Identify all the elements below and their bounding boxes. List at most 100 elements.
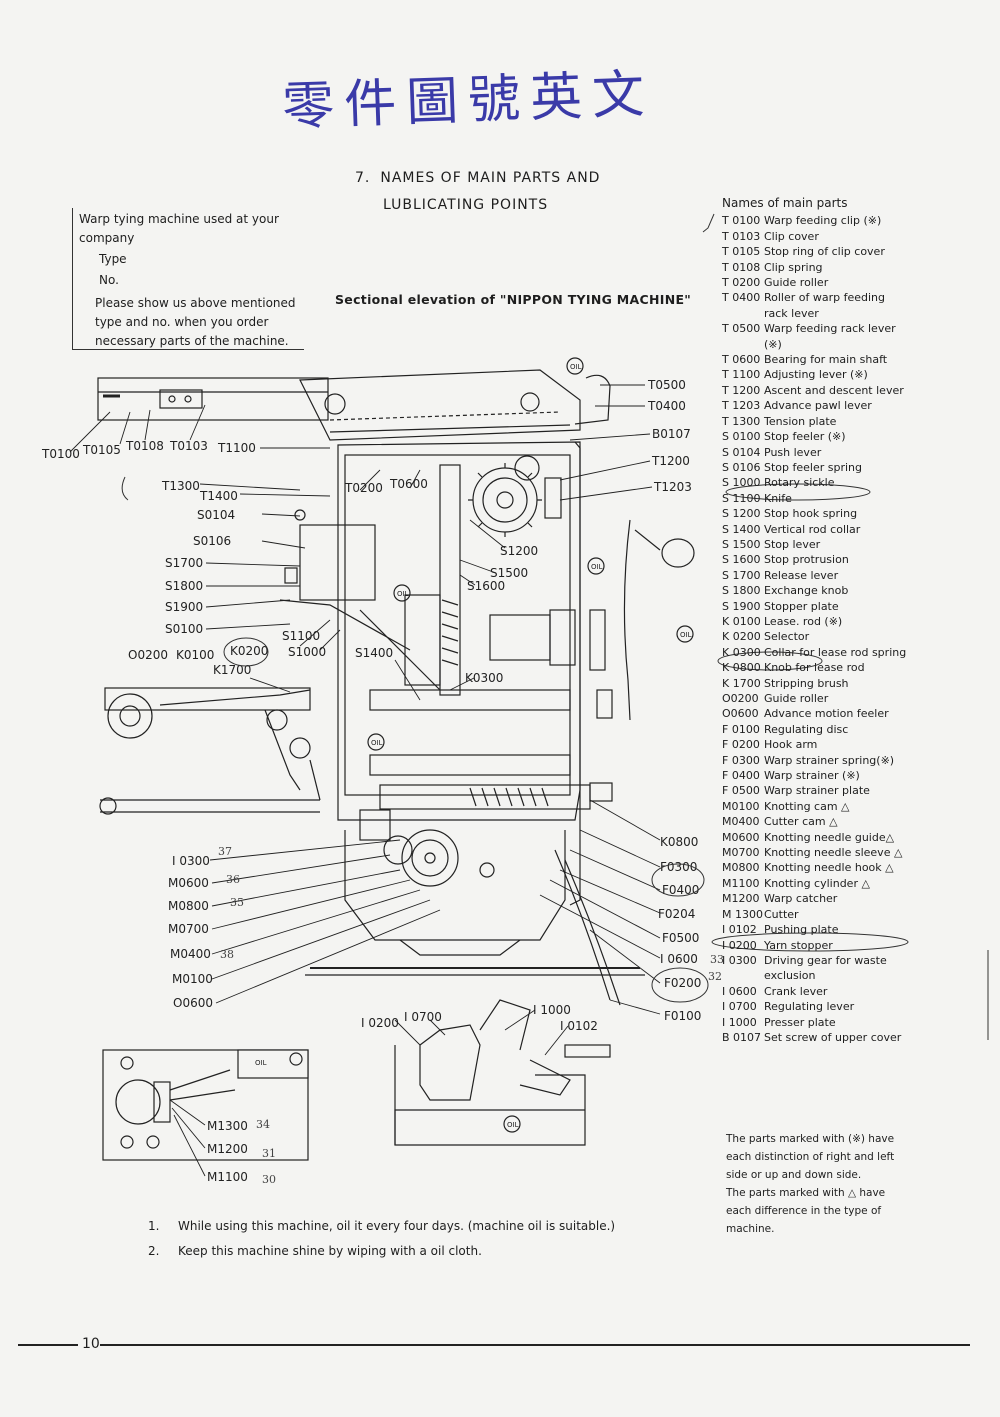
part-name: Tension plate [764, 414, 837, 428]
oil-point-label: OIL [371, 739, 383, 747]
part-name: Warp strainer plate [764, 784, 870, 798]
part-code: T 0200 [722, 276, 761, 290]
part-code: S 1200 [722, 507, 761, 521]
part-code: F 0300 [722, 753, 760, 767]
part-name: Warp feeding rack lever (※) [764, 322, 896, 351]
footer-rule-left [18, 1344, 78, 1346]
part-code: B 0107 [722, 1030, 762, 1044]
clip-bar [97, 377, 329, 421]
callout-T0200: T0200 [344, 481, 383, 495]
handwritten-number: 36 [226, 873, 240, 886]
part-name: Stop feeler (※) [764, 430, 846, 444]
part-name: Vertical rod collar [764, 522, 861, 536]
part-name: Driving gear for waste exclusion [764, 953, 887, 983]
handwritten-number: 34 [256, 1118, 270, 1131]
part-name: Knotting needle hook △ [764, 861, 894, 875]
part-name: Stop protrusion [764, 553, 849, 567]
part-code: S 1500 [722, 537, 761, 551]
part-code: O0200 [722, 692, 759, 705]
handwritten-number: 37 [218, 845, 232, 858]
part-name: Stop lever [764, 537, 821, 551]
oil-point-label: OIL [507, 1121, 519, 1129]
callout-S1500: S1500 [490, 566, 528, 580]
part-code: S 0106 [722, 460, 761, 474]
callout-K0200: K0200 [230, 644, 268, 658]
callout-T1203: T1203 [653, 480, 692, 494]
part-name: Adjusting lever (※) [764, 368, 868, 382]
callout-T0103: T0103 [169, 439, 208, 453]
part-code: M0100 [722, 799, 760, 813]
part-name: Advance pawl lever [764, 399, 872, 413]
part-name: Knotting needle sleeve △ [764, 846, 903, 860]
part-name: Warp strainer spring(※) [764, 753, 895, 767]
part-name: Ascent and descent lever [764, 383, 904, 397]
parts-list-header: Names of main parts [722, 196, 848, 210]
callout-S1800: S1800 [165, 579, 203, 593]
info-box-header: Warp tying machine used at your company [79, 212, 279, 245]
callout-I0200: I 0200 [361, 1016, 399, 1030]
part-name: Push lever [764, 445, 822, 459]
callout-M0400: M0400 [170, 947, 211, 961]
section-title: 7.NAMES OF MAIN PARTS AND LUBLICATING PO… [355, 165, 615, 219]
page-number: 10 [82, 1336, 100, 1352]
handwritten-number: 33 [710, 953, 724, 966]
callout-T0400: T0400 [647, 399, 686, 413]
part-code: T 1300 [722, 414, 761, 428]
part-code: S 1800 [722, 584, 761, 598]
part-code: S 1600 [722, 553, 761, 567]
machine-drawing [97, 357, 695, 1161]
part-name: Rotary sickle [764, 476, 835, 490]
type-label: Type [99, 252, 127, 266]
part-name: Pushing plate [764, 923, 839, 937]
section-number: 7. [355, 170, 371, 186]
part-code: T 1100 [722, 368, 761, 382]
part-name: Cutter [764, 907, 799, 921]
instruction-number: 2. [148, 1244, 160, 1258]
part-code: K 0800 [722, 661, 761, 675]
footnote-type-difference: The parts marked with △ have each differ… [726, 1187, 886, 1235]
oil-points: OIL OIL OIL OIL OIL OIL OIL [255, 363, 692, 1129]
part-code: S 1700 [722, 568, 761, 582]
handwritten-number: 35 [230, 896, 244, 909]
leader-lines [69, 384, 661, 1177]
callout-M0600: M0600 [168, 876, 209, 890]
part-code: O0600 [722, 707, 759, 721]
part-code: K 0100 [722, 614, 761, 628]
footnote-left-right: The parts marked with (※) have each dist… [726, 1133, 895, 1181]
section-title-line1: NAMES OF MAIN PARTS AND [380, 170, 601, 186]
part-code: F 0100 [722, 722, 760, 736]
part-code: M1200 [722, 892, 760, 906]
callout-T0100: T0100 [41, 447, 80, 461]
callout-M1300: M1300 [207, 1119, 248, 1133]
callout-K0100: K0100 [176, 648, 214, 662]
part-name: Cutter cam △ [764, 815, 838, 829]
handwritten-number: 32 [708, 970, 722, 983]
part-code: F 0400 [722, 769, 760, 783]
diagram-title: Sectional elevation of "NIPPON TYING MAC… [335, 292, 692, 307]
callout-S1100: S1100 [282, 629, 320, 643]
part-code: F 0500 [722, 784, 760, 798]
part-code: T 0600 [722, 353, 761, 367]
callout-S0104: S0104 [197, 508, 235, 522]
part-name: Warp feeding clip (※) [764, 214, 882, 228]
callout-I1000: I 1000 [533, 1003, 571, 1017]
